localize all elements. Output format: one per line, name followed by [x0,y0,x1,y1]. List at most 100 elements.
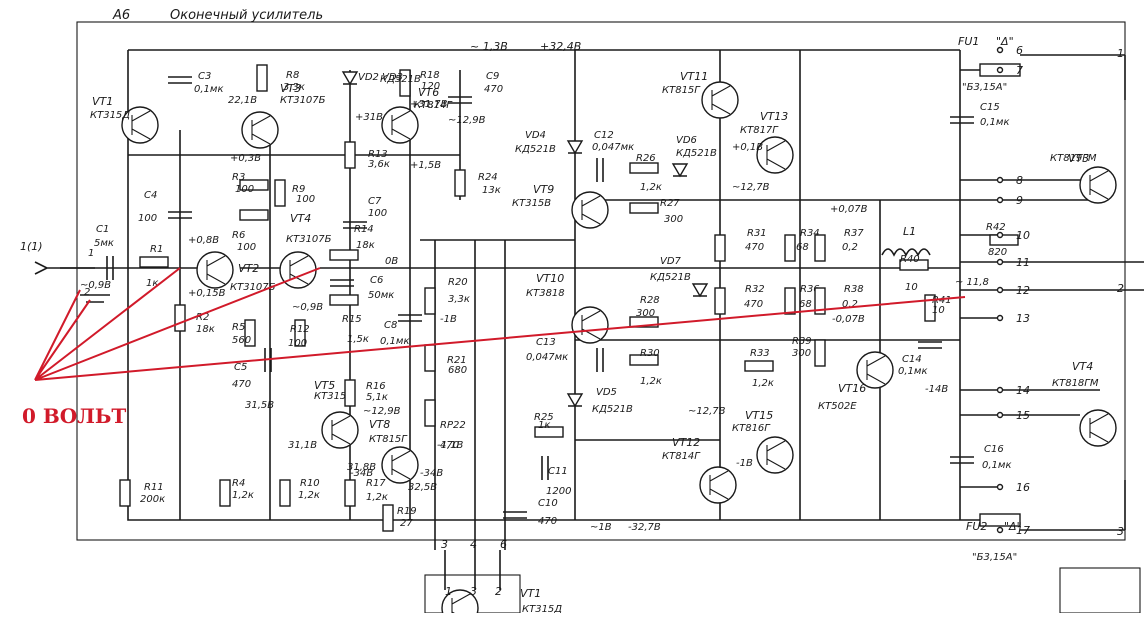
inductor-L1 [881,248,931,257]
transistor-vt9 [571,191,609,229]
diode-type: КД521В [380,74,421,85]
v-label: -34В [420,468,443,479]
resistor-r40 [899,259,929,271]
capacitor-c6 [330,279,354,287]
capacitor-value: 470 [538,516,557,527]
capacitor-c7 [343,221,367,229]
terminal-pin [996,196,1004,204]
terminal-number: 10 [1016,229,1030,242]
capacitor-value: 100 [138,213,157,224]
transistor-vt2 [196,251,234,289]
bottom-leads [444,550,501,590]
transistor-name: VT5 [314,379,335,392]
capacitor-name: C3 [198,71,211,82]
resistor-r41 [924,294,936,322]
resistor-r9 [274,179,286,207]
resistor-name: R3 [232,172,245,183]
fuse-FU2 [979,513,1021,527]
input-voltage: ~0,9В [80,280,111,291]
rail-voltage-2: +32,4В [540,40,581,53]
terminal-pin [996,46,1004,54]
transistor-type: КТ315Д [522,604,562,613]
resistor-name: R15 [342,314,362,325]
capacitor-name: C8 [384,320,397,331]
fuse1-name: FU1 [958,35,979,48]
fuse2-name: FU2 [966,520,987,533]
resistor-name: R41 [932,295,952,306]
terminal-pin [996,258,1004,266]
transistor-name: VT11 [680,70,708,83]
resistor-value: 0,2 [842,299,858,310]
bottom-wires [434,240,506,550]
terminal-pin [996,314,1004,322]
transistor-voltage: +0,15В [188,288,226,299]
transistor-type: КТ814Г [662,451,701,462]
transistor-vt1bot [441,589,479,617]
capacitor-name: C12 [594,130,614,141]
terminal-number: 13 [1016,312,1030,325]
resistor-name: R28 [640,295,660,306]
terminal-leads [960,179,1000,488]
transistor-type: КТ817Г [740,125,779,136]
resistor-name: R10 [300,478,320,489]
capacitor-c4 [168,211,192,219]
transistor-name: VT2 [238,262,259,275]
diode-type: КД521В [592,404,633,415]
transistor-symbol [331,415,351,445]
transistor-symbol [391,110,411,140]
transistor-symbol [131,110,151,140]
resistor-name: R36 [800,284,820,295]
resistor-value: 1к [146,278,158,289]
resistor-value: 300 [792,348,811,359]
capacitor-name: C9 [486,71,499,82]
resistor-name: R30 [640,348,660,359]
capacitor-c16 [950,456,974,464]
resistor-r14 [329,249,359,261]
resistor-value: 18к [196,324,215,335]
terminal-pin [996,526,1004,534]
terminal-pin [996,231,1004,239]
v-label: -34В [350,468,373,479]
capacitor-name: C13 [536,337,556,348]
resistor-r26 [629,162,659,174]
resistor-name: R1 [150,244,163,255]
right-pin: 1 [1117,47,1124,60]
v-label: -32,7В [628,522,661,533]
v-label: -1В [736,458,753,469]
capacitor-c13 [596,348,604,372]
resistor-name: R16 [366,381,386,392]
resistor-r32 [714,287,726,315]
v-label: ~ 11,8 [955,277,989,288]
capacitor-value: 470 [484,84,503,95]
terminal-pin [996,483,1004,491]
resistor-r24 [454,169,466,197]
transistor-type: КТ818ГМ [1052,378,1099,389]
transistor-name: VT12 [672,436,700,449]
v-label: ~1В [590,522,612,533]
transistor-vt12 [699,466,737,504]
capacitor-name: C7 [368,196,382,207]
right-pin: 2 [1117,282,1124,295]
resistor-name: R4 [232,478,245,489]
transistor-name: VT4 [290,212,311,225]
resistor-value: 1,2к [640,182,662,193]
transistor-name: VT15 [745,409,773,422]
fuse2-mark: "Δ" [1004,520,1022,533]
transistor-name: VT1 [520,587,541,600]
resistor-name: R12 [290,324,310,335]
resistor-name: R9 [292,184,305,195]
resistor-r6 [239,209,269,221]
resistor-r38 [814,287,826,315]
resistor-name: R18 [420,70,440,81]
diode-vd7 [691,283,709,298]
resistor-name: R24 [478,172,498,183]
capacitor-value: 0,1мк [982,460,1012,471]
zero-volt-annotation: 0 ВОЛЬТ [22,404,126,428]
resistor-r27 [629,202,659,214]
resistor-name: RP22 [440,420,466,431]
resistor-value: 680 [448,365,467,376]
capacitor-c9 [448,96,472,104]
v-label: +31В [355,112,383,123]
resistor-r33 [744,360,774,372]
terminal-number: 17 [1016,524,1030,537]
